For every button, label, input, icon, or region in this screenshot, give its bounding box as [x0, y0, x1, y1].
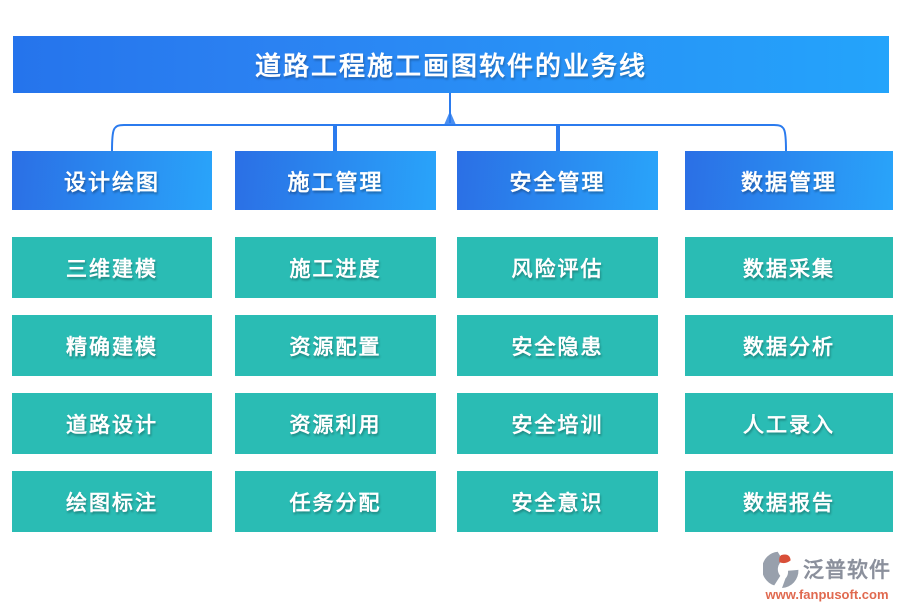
column-header: 数据管理 [685, 151, 893, 210]
fanpu-logo-icon [763, 551, 799, 588]
column-data-management: 数据管理 数据采集 数据分析 人工录入 数据报告 [685, 151, 893, 532]
diagram-node: 安全隐患 [457, 315, 658, 376]
title-banner: 道路工程施工画图软件的业务线 [13, 36, 889, 93]
diagram-node: 施工进度 [235, 237, 436, 298]
column-header: 安全管理 [457, 151, 658, 210]
logo-text: 泛普软件 [803, 559, 891, 582]
diagram-node: 风险评估 [457, 237, 658, 298]
column-construction-management: 施工管理 施工进度 资源配置 资源利用 任务分配 [235, 151, 436, 532]
diagram-node: 资源利用 [235, 393, 436, 454]
diagram-node: 三维建模 [12, 237, 212, 298]
diagram-node: 任务分配 [235, 471, 436, 532]
diagram-node: 数据报告 [685, 471, 893, 532]
diagram-node: 数据分析 [685, 315, 893, 376]
fanpu-watermark: 泛普软件 www.fanpusoft.com [762, 549, 892, 602]
diagram-node: 安全培训 [457, 393, 658, 454]
diagram-node: 道路设计 [12, 393, 212, 454]
diagram-node: 精确建模 [12, 315, 212, 376]
diagram-node: 绘图标注 [12, 471, 212, 532]
logo-url: www.fanpusoft.com [765, 587, 889, 602]
column-header: 施工管理 [235, 151, 436, 210]
diagram-node: 资源配置 [235, 315, 436, 376]
diagram-node: 安全意识 [457, 471, 658, 532]
column-safety-management: 安全管理 风险评估 安全隐患 安全培训 安全意识 [457, 151, 658, 532]
diagram-title: 道路工程施工画图软件的业务线 [254, 52, 647, 81]
column-design-drawing: 设计绘图 三维建模 精确建模 道路设计 绘图标注 [12, 151, 212, 532]
diagram-node: 人工录入 [685, 393, 893, 454]
connector-lines [111, 93, 787, 151]
column-header: 设计绘图 [12, 151, 212, 210]
diagram-node: 数据采集 [685, 237, 893, 298]
